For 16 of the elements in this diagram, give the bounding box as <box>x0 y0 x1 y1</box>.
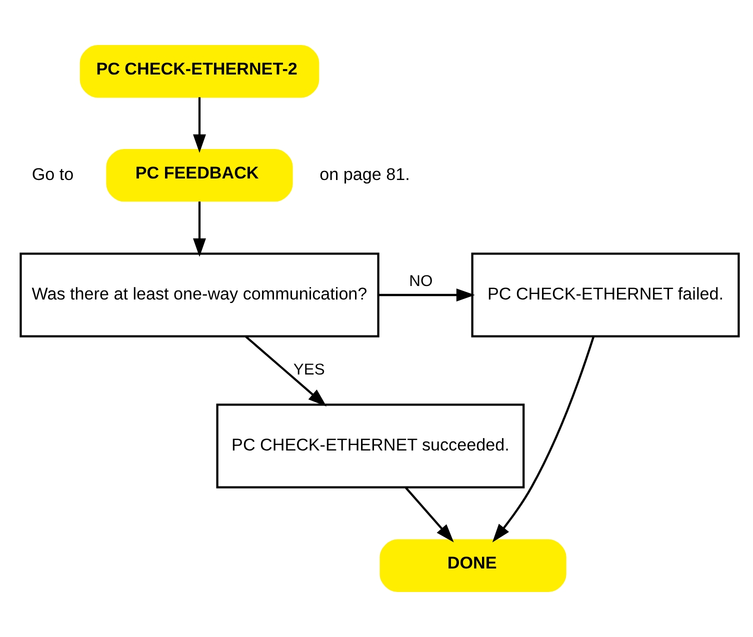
edge-label: YES <box>293 361 325 378</box>
arrow <box>245 336 327 407</box>
arrow <box>404 486 454 542</box>
arrow <box>193 97 206 153</box>
node-box: PC CHECK-ETHERNET succeeded. <box>216 404 525 488</box>
node-box: PC FEEDBACK <box>106 148 293 202</box>
arrow <box>378 288 475 302</box>
node-box: PC CHECK-ETHERNET failed. <box>471 252 740 338</box>
arrow <box>492 336 595 542</box>
node-box: PC CHECK-ETHERNET-2 <box>80 44 320 98</box>
arrow <box>193 202 206 257</box>
edge-label: NO <box>409 273 433 290</box>
node-label: Go to <box>32 164 74 184</box>
node-box: DONE <box>380 539 566 592</box>
node-label: on page 81. <box>320 164 410 184</box>
node-box: Was there at least one-way communication? <box>20 252 380 338</box>
